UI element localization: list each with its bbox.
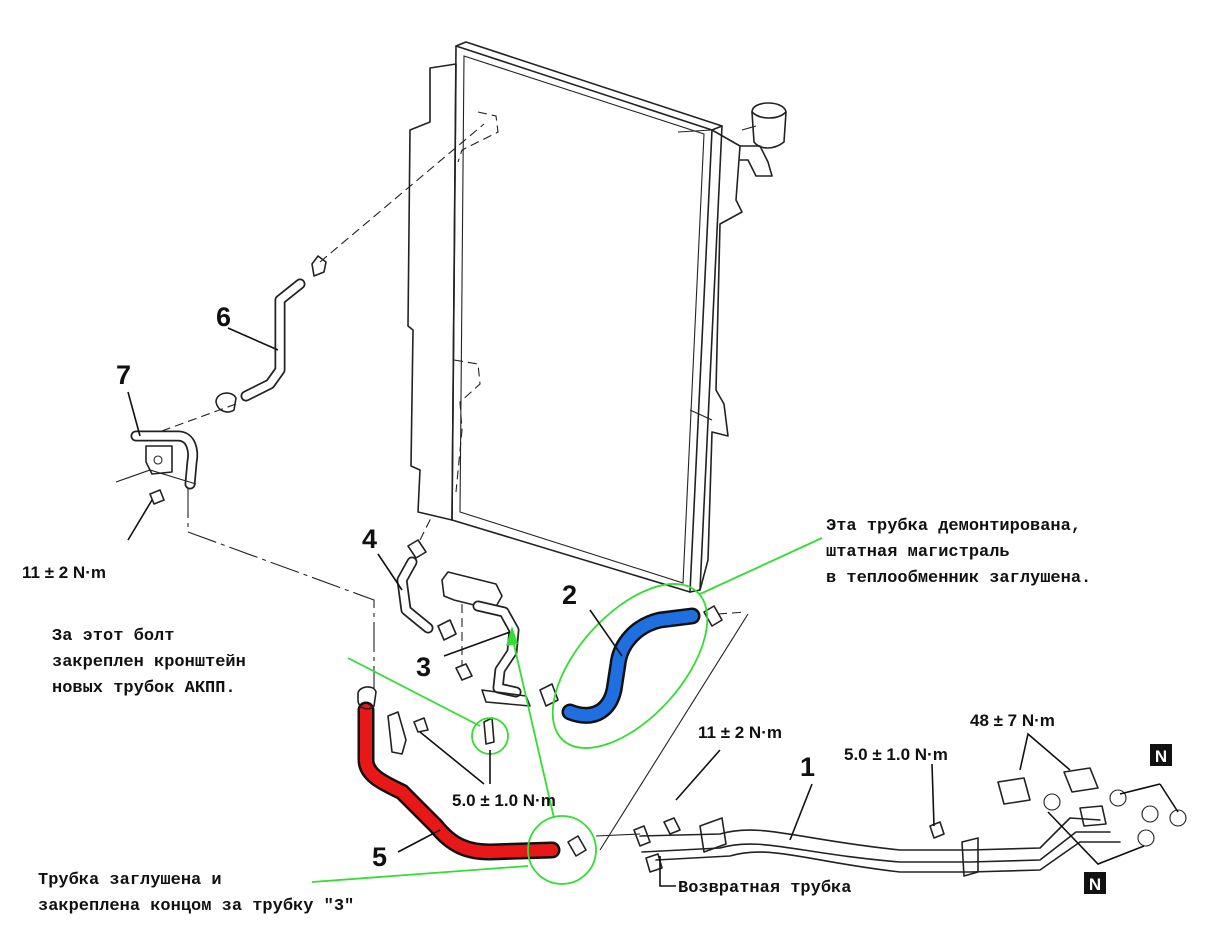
note-plug-line-2: закреплена концом за трубку "3" <box>38 897 354 916</box>
part-number-1: 1 <box>800 752 815 782</box>
note-removed-tube: Эта трубка демонтирована, штатная магист… <box>826 517 1091 588</box>
hose-clamp <box>311 255 327 277</box>
hose-2-blue <box>561 605 747 724</box>
leaders <box>127 327 935 853</box>
torque-label-bracket-bolt: 5.0 ± 1.0 N·m <box>452 791 556 810</box>
n-badge-top-label: N <box>1155 747 1167 766</box>
part-number-7: 7 <box>116 360 131 390</box>
pipe-7 <box>115 430 375 688</box>
hose-clamp <box>567 835 587 857</box>
note-bolt-line-3: новых трубок АКПП. <box>52 679 236 698</box>
torque-label-left-bolt: 11 ± 2 N·m <box>22 563 106 582</box>
part-number-6: 6 <box>216 302 231 332</box>
eye-bolt <box>997 777 1031 805</box>
torque-label-line-clamp: 5.0 ± 1.0 N·m <box>844 745 948 764</box>
blue-hose-body <box>564 610 698 722</box>
part-number-5: 5 <box>372 842 387 872</box>
arrowhead <box>506 626 518 646</box>
note-removed-line-1: Эта трубка демонтирована, <box>826 517 1081 536</box>
highlights <box>311 537 823 885</box>
hose-clamp <box>357 686 377 710</box>
hose-4 <box>396 515 457 641</box>
note-return-tube: Возвратная трубка <box>678 879 851 898</box>
line-bracket <box>699 817 727 853</box>
note-removed-line-3: в теплообменник заглушена. <box>826 569 1091 588</box>
pipe-3 <box>441 571 559 707</box>
bolt <box>483 717 495 745</box>
highlight-removed-tube <box>551 583 709 749</box>
clip <box>455 663 473 681</box>
torque-label-line-bolt: 11 ± 2 N·m <box>698 723 782 742</box>
pipe-3-lower-bracket <box>481 689 531 707</box>
n-badge-bottom-label: N <box>1089 875 1101 894</box>
hose-6 <box>147 123 485 437</box>
hose-clamp <box>703 605 723 627</box>
hose-5-red <box>357 686 587 861</box>
highlight-bracket-bolt <box>471 717 509 755</box>
red-hose-body <box>360 704 558 859</box>
eye-bolt <box>1063 767 1099 793</box>
note-bolt-line-2: закреплен кронштейн <box>52 653 246 672</box>
note-removed-line-2: штатная магистраль <box>826 543 1010 562</box>
bolt <box>413 717 429 733</box>
line-clamp <box>961 837 979 877</box>
note-bolt-line-1: За этот болт <box>52 627 174 646</box>
hose-clamp <box>407 539 427 559</box>
pipe-3-bracket <box>441 571 503 611</box>
part-number-3: 3 <box>416 652 431 682</box>
part-number-4: 4 <box>362 524 377 554</box>
radiator <box>407 41 787 593</box>
cooler-line-1 <box>595 613 1187 887</box>
torque-label-eye-bolts: 48 ± 7 N·m <box>970 711 1055 730</box>
bolt <box>149 489 165 505</box>
note-plug-line-1: Трубка заглушена и <box>38 871 222 890</box>
hose-clamp <box>539 683 559 707</box>
bolt <box>929 821 945 839</box>
n-badge-bottom: N <box>1084 872 1106 894</box>
hose-clamp <box>437 619 457 641</box>
highlight-plugged-tube <box>527 815 597 885</box>
part-number-2: 2 <box>562 580 577 610</box>
bolt <box>663 817 681 835</box>
pipe-bracket <box>145 445 173 475</box>
hose-clamp <box>215 392 237 413</box>
note-bracket-bolt: За этот болт закреплен кронштейн новых т… <box>52 627 246 698</box>
n-badge-top: N <box>1150 744 1172 766</box>
note-plugged-tube: Трубка заглушена и закреплена концом за … <box>38 871 354 916</box>
clip <box>387 711 407 755</box>
